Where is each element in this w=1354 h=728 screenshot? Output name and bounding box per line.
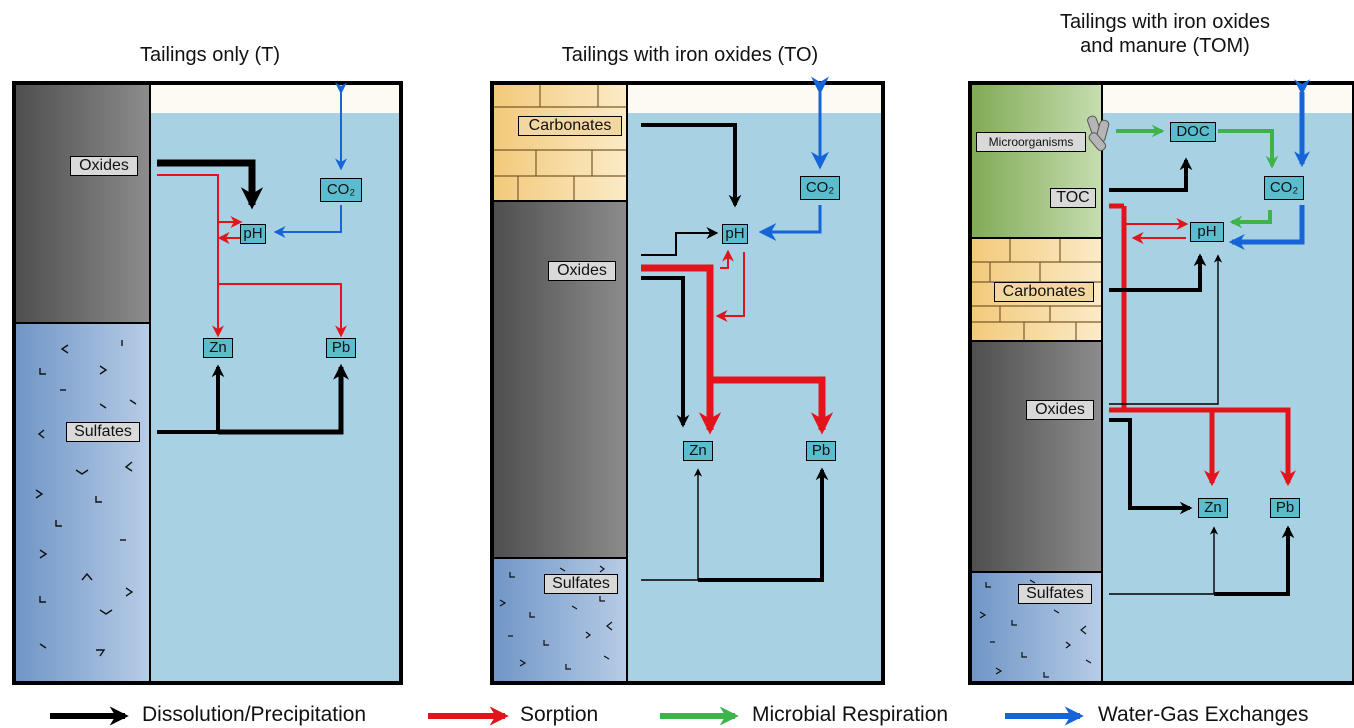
label-toc: TOC (1050, 188, 1096, 208)
carbonates-layer (492, 83, 627, 201)
label-zn: Zn (1198, 498, 1228, 518)
panel-title-t: Tailings only (T) (139, 44, 281, 66)
water-column (150, 113, 401, 683)
label-zn: Zn (203, 338, 233, 358)
panel-tailings-iron-oxides (490, 76, 885, 685)
label-co2: CO₂ (1264, 176, 1304, 200)
panel-frame (12, 81, 403, 685)
brick-lines (492, 83, 627, 201)
label-sulfates: Sulfates (1018, 584, 1092, 604)
label-sulfates: Sulfates (544, 574, 618, 594)
label-microorganisms: Microorganisms (976, 132, 1086, 152)
label-co2: CO₂ (320, 178, 362, 202)
legend-label: Water-Gas Exchanges (1098, 703, 1309, 726)
air-layer (150, 83, 401, 113)
legend-gas: Water-Gas Exchanges (1088, 702, 1308, 728)
manure-layer (970, 83, 1102, 238)
sulfate-texture (35, 340, 137, 657)
arrow-sorption-pb (218, 283, 347, 338)
panel-title-tom: Tailings with iron oxides and manure (TO… (1059, 11, 1271, 57)
label-oxides: Oxides (1026, 400, 1094, 420)
legend-sorption: Sorption (510, 702, 598, 728)
sulfates-layer (14, 323, 150, 683)
arrow-oxides-ph (157, 159, 264, 210)
microorganisms-icon (1087, 115, 1110, 152)
legend-label: Sorption (520, 703, 599, 726)
arrow-co2-ph (273, 205, 342, 238)
legend-label: Dissolution/Precipitation (142, 703, 367, 726)
arrow-oxides-sorption (641, 264, 722, 435)
label-ph: pH (1190, 222, 1224, 242)
label-ph: pH (722, 224, 748, 244)
legend-label: Microbial Respiration (752, 703, 949, 726)
label-carbonates: Carbonates (994, 282, 1094, 302)
label-oxides: Oxides (70, 156, 138, 176)
label-carbonates: Carbonates (518, 116, 622, 136)
legend-respiration: Microbial Respiration (742, 702, 948, 728)
panel-tailings-only (12, 81, 403, 685)
oxides-layer (14, 83, 150, 323)
panel-title-to: Tailings with iron oxides (TO) (561, 44, 819, 66)
label-pb: Pb (806, 441, 836, 461)
label-oxides: Oxides (548, 261, 616, 281)
label-pb: Pb (1270, 498, 1300, 518)
label-ph: pH (240, 224, 266, 244)
label-sulfates: Sulfates (66, 422, 140, 442)
arrow-sorption-ph (157, 174, 243, 228)
legend-dissolution: Dissolution/Precipitation (132, 702, 366, 728)
label-zn: Zn (683, 441, 713, 461)
panel-tailings-oxides-manure (968, 79, 1354, 685)
label-co2: CO₂ (800, 176, 840, 200)
arrow-oxides-zn (641, 276, 690, 428)
arrow-sulfates-pb (218, 363, 350, 435)
label-doc: DOC (1170, 122, 1216, 142)
label-pb: Pb (326, 338, 356, 358)
